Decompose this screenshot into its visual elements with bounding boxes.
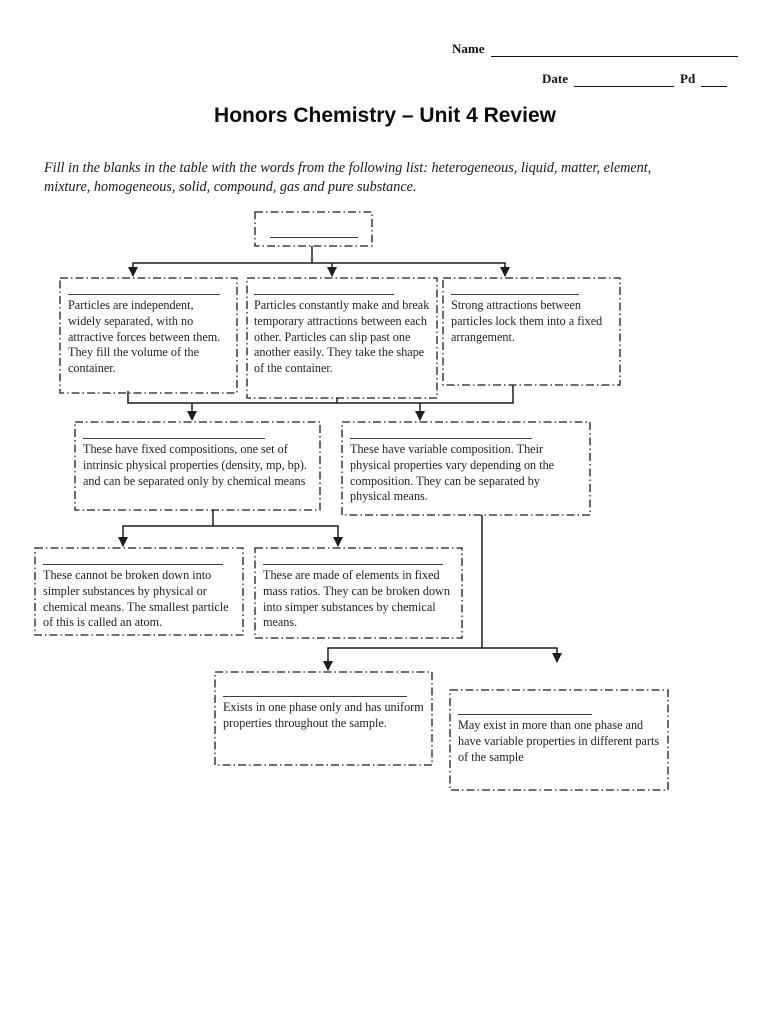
flow-box-text: Particles are independent, widely separa… [68, 298, 221, 376]
flow-box-text: May exist in more than one phase and hav… [458, 718, 660, 764]
flow-box-text: These have fixed compositions, one set o… [83, 442, 307, 488]
answer-blank [458, 704, 592, 715]
answer-blank [451, 284, 579, 295]
date-pd-row: Date Pd [542, 71, 738, 87]
name-row: Name [452, 41, 738, 57]
flow-box-text: These have variable composition. Their p… [350, 442, 555, 504]
flow-box-row2-left: Particles are independent, widely separa… [60, 278, 237, 393]
connector-lines [118, 246, 562, 671]
date-blank-line [574, 72, 674, 87]
answer-blank [68, 284, 220, 295]
instructions-text: Fill in the blanks in the table with the… [44, 160, 652, 196]
page-title: Honors Chemistry – Unit 4 Review [214, 104, 556, 127]
name-label: Name [452, 41, 485, 56]
answer-blank [223, 686, 407, 697]
answer-blank [43, 554, 223, 565]
name-blank-line [490, 42, 738, 57]
pd-blank-line [701, 72, 728, 87]
flow-box-row3-right: These have variable composition. Their p… [342, 422, 590, 515]
flow-box-text: These are made of elements in fixed mass… [263, 568, 450, 630]
answer-blank [254, 284, 394, 295]
flow-box-row3-left: These have fixed compositions, one set o… [75, 422, 320, 510]
flow-box-text: Particles constantly make and break temp… [254, 298, 430, 376]
flow-box-row2-middle: Particles constantly make and break temp… [247, 278, 437, 398]
answer-blank [350, 428, 532, 439]
flow-box-row1 [255, 212, 372, 246]
date-label: Date [542, 71, 568, 86]
answer-blank [263, 554, 443, 565]
flow-box-row5-right: May exist in more than one phase and hav… [450, 690, 668, 790]
flow-box-text: These cannot be broken down into simpler… [43, 568, 229, 630]
pd-label: Pd [680, 71, 696, 86]
box-borders [34, 211, 669, 791]
flow-box-row5-left: Exists in one phase only and has uniform… [215, 672, 432, 765]
flow-box-text: Strong attractions between particles loc… [451, 298, 603, 344]
flow-box-row4-left: These cannot be broken down into simpler… [35, 548, 243, 635]
answer-blank [269, 227, 358, 238]
answer-blank [83, 428, 265, 439]
flow-box-text: Exists in one phase only and has uniform… [223, 700, 424, 730]
flow-box-row2-right: Strong attractions between particles loc… [443, 278, 620, 385]
flow-box-row4-right: These are made of elements in fixed mass… [255, 548, 462, 638]
